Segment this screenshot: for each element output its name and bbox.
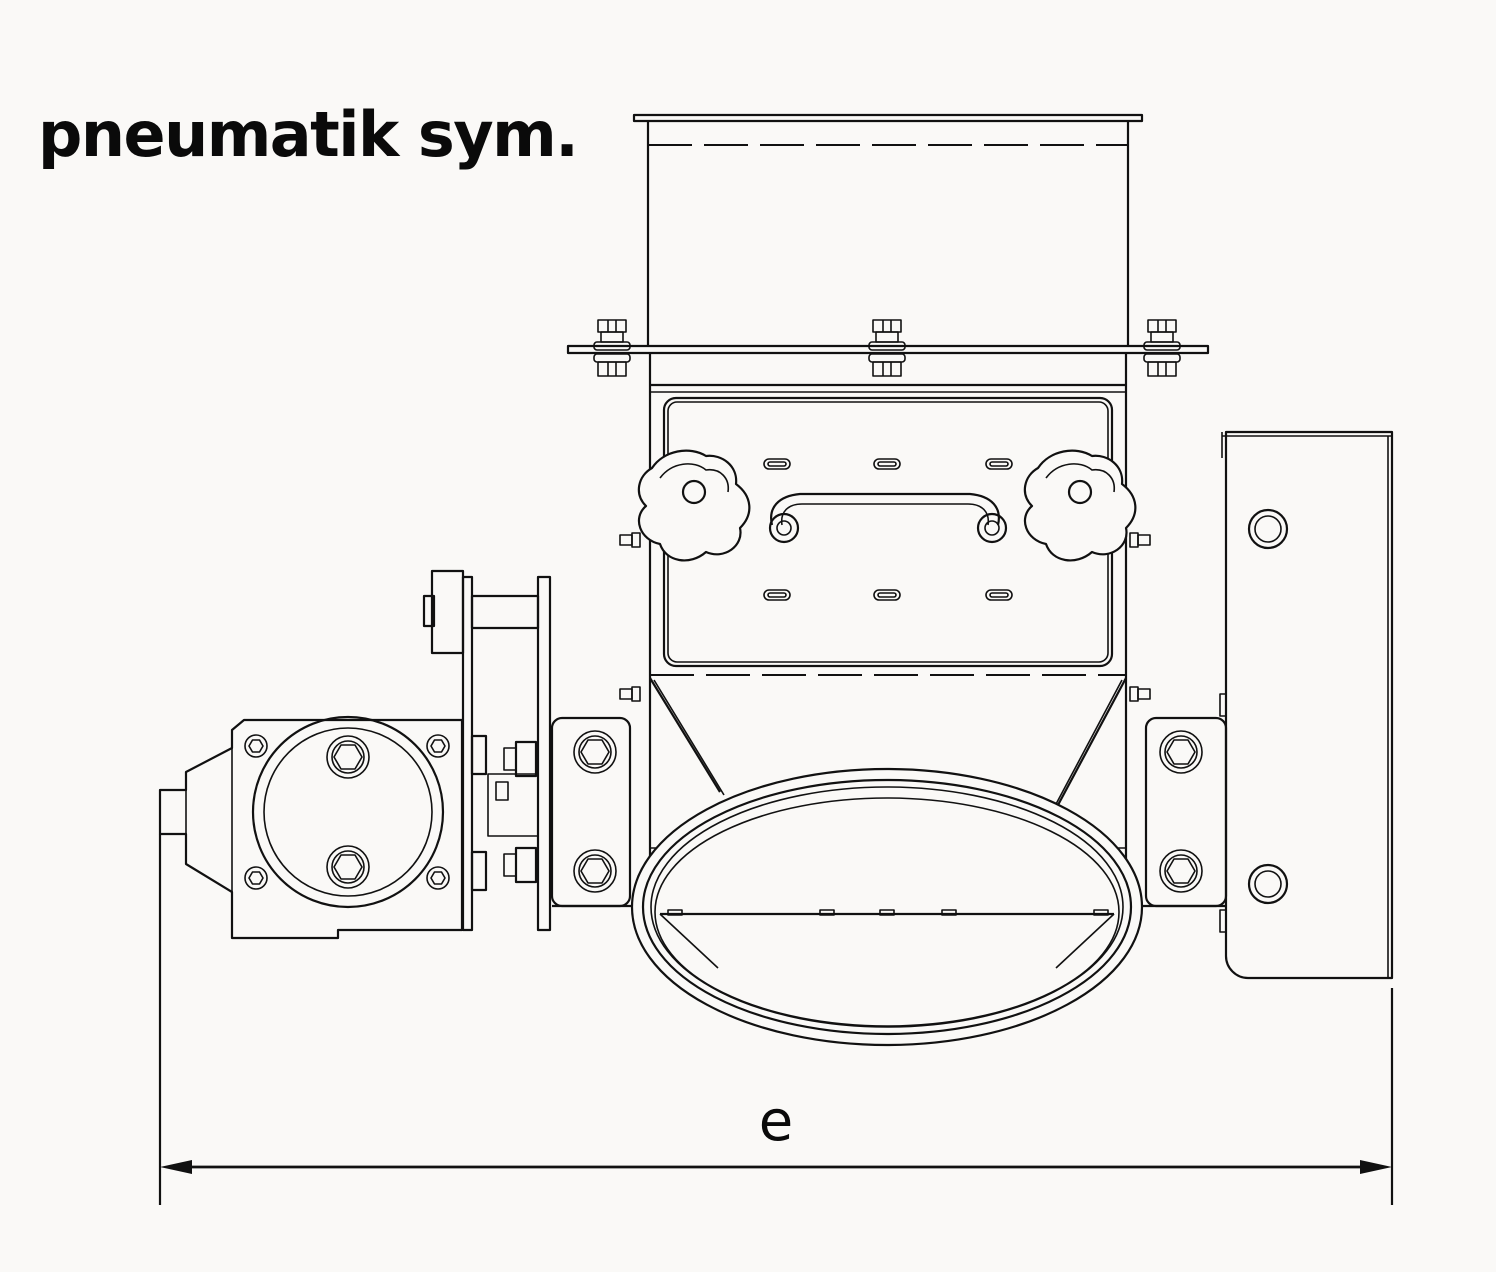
flange: [566, 319, 1210, 377]
housing: [648, 353, 1128, 935]
hopper-taper: [649, 677, 1127, 807]
right-side-box: [1219, 430, 1394, 980]
star-knob-right: [1023, 449, 1151, 562]
star-knob-left: [619, 449, 751, 562]
dimension-line-e: [158, 834, 1394, 1205]
right-mount-plate: [1144, 716, 1228, 908]
drawing-title: pneumatik sym.: [38, 98, 579, 171]
inlet-pipe: [632, 113, 1144, 346]
cover-handle: [768, 492, 1008, 544]
dimension-label: e: [758, 1089, 794, 1154]
left-mount-plate: [550, 716, 632, 908]
pneumatic-actuator: [158, 715, 464, 940]
outlet-ring: [630, 767, 1144, 1047]
